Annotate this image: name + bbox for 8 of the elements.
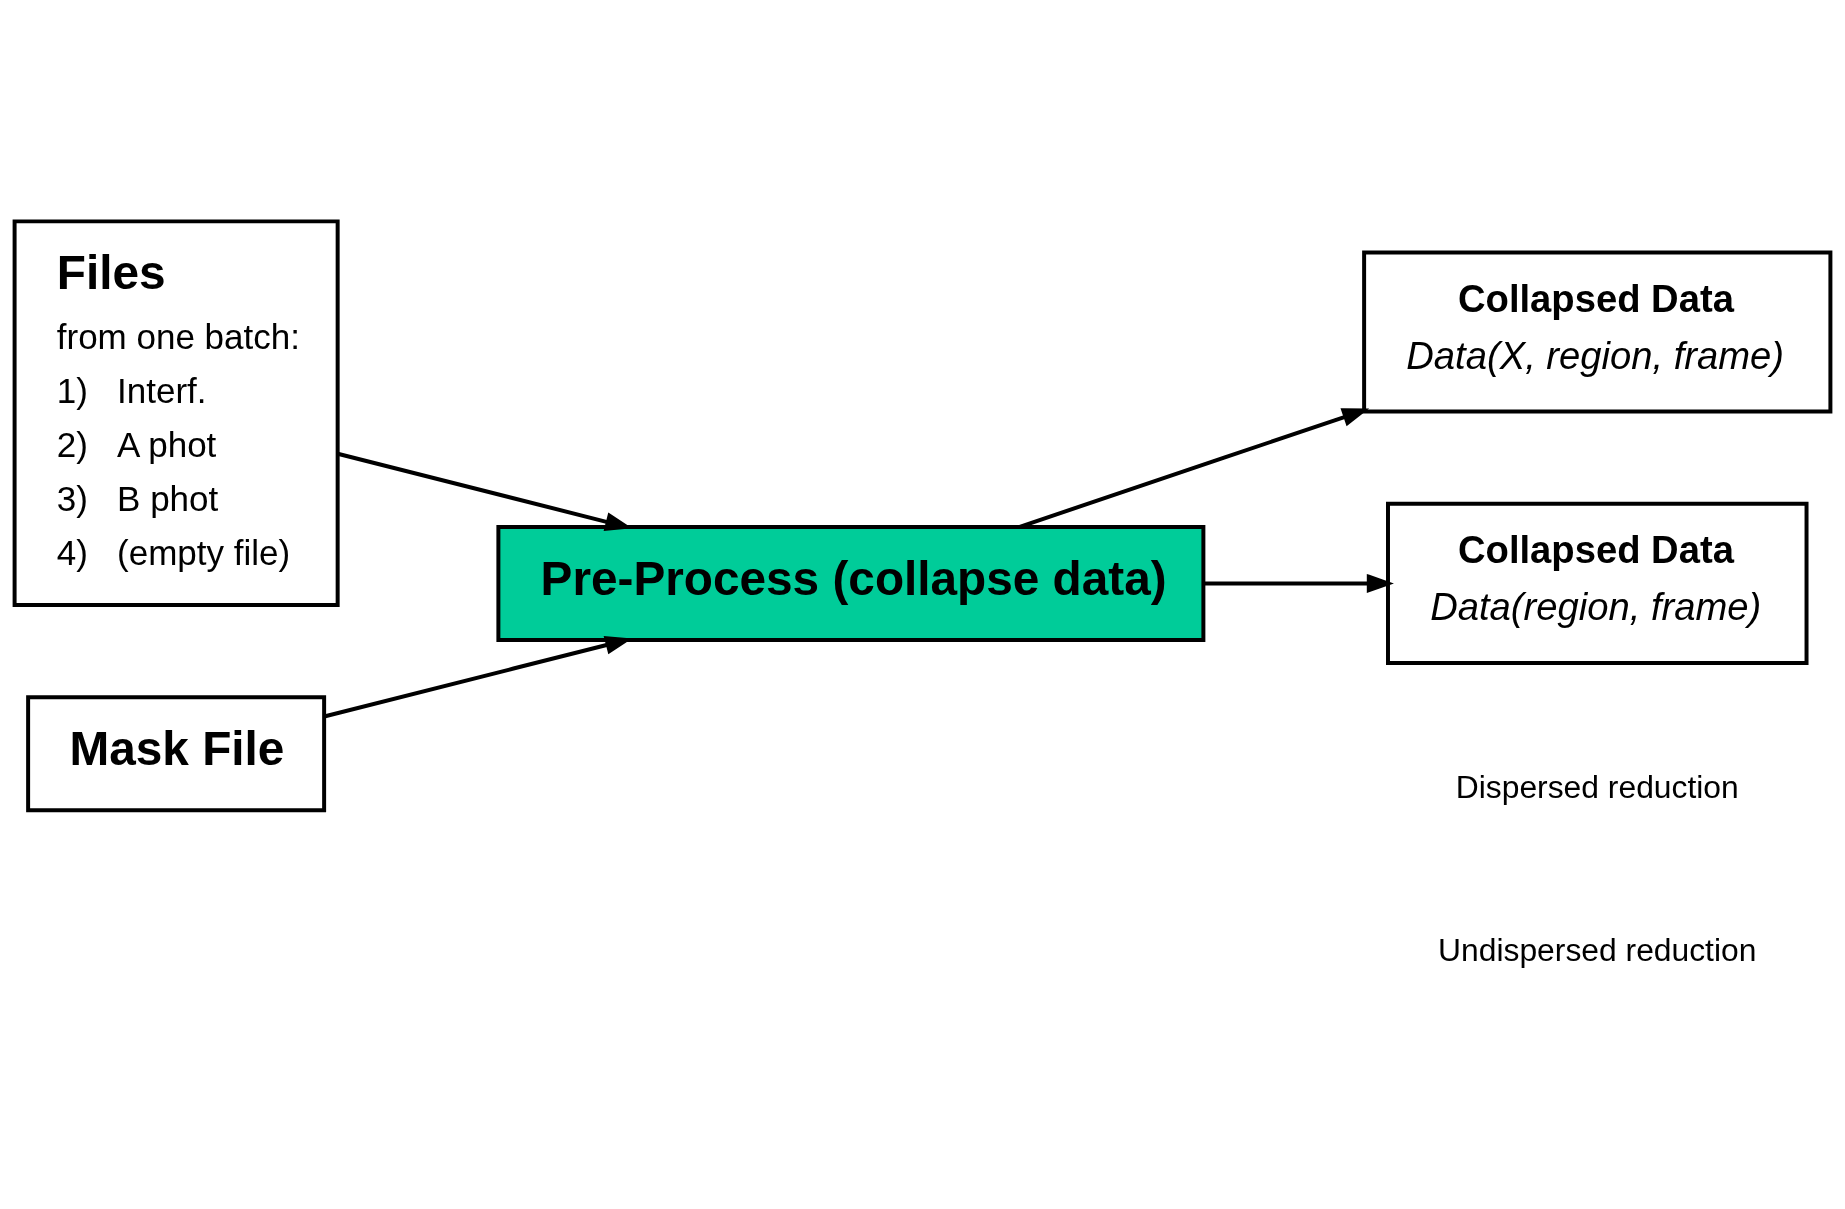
node-box: Files from one batch: 1) Interf. 2) A phot 3) B phot 4) (empty file)	[12, 219, 340, 607]
node-box: Collapsed Data Data(X, region, frame)	[1362, 250, 1833, 414]
arrow	[1203, 573, 1394, 593]
node-box: Collapsed Data Data(region, frame)	[1386, 501, 1809, 665]
node-box: Pre-Process (collapse data)	[496, 524, 1206, 642]
label: Dispersed reduction	[1455, 769, 1739, 806]
node-box: Mask File	[26, 695, 327, 813]
label: Undispersed reduction	[1438, 931, 1757, 968]
